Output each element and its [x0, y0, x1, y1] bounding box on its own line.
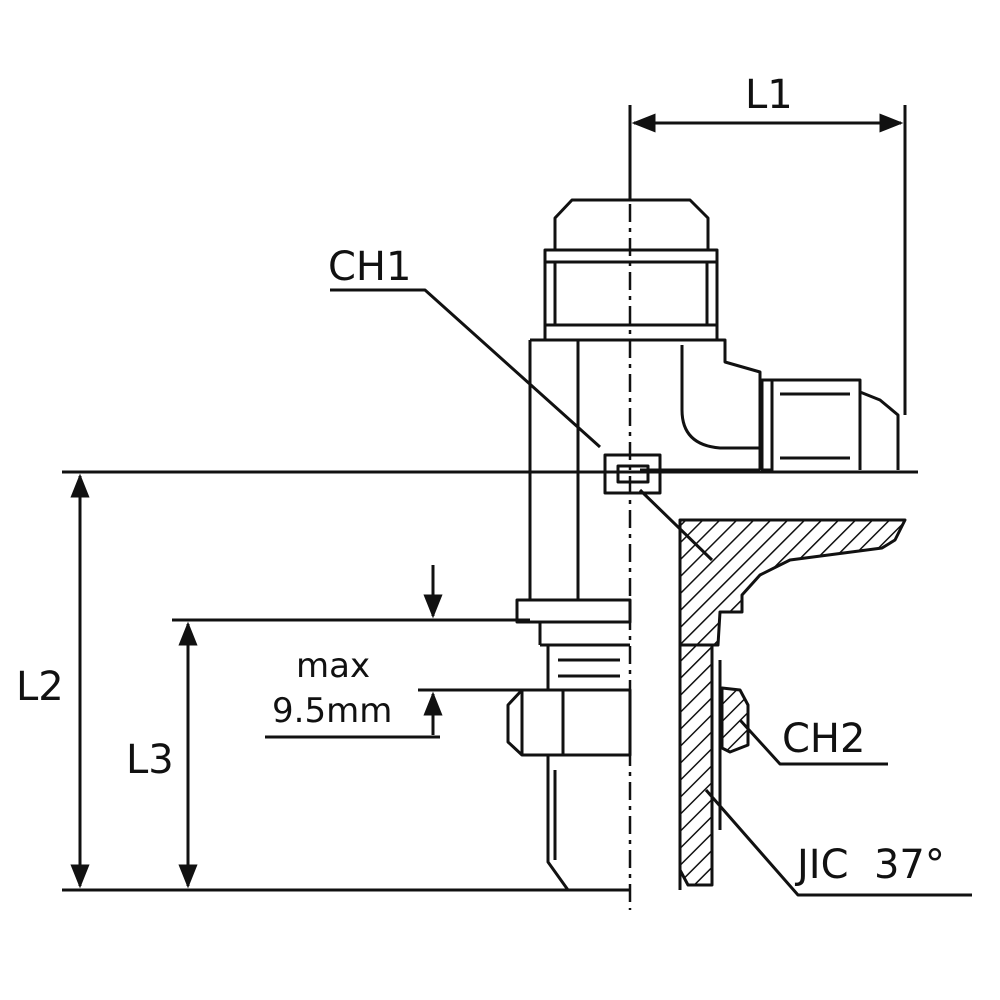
label-l1: L1 — [745, 72, 793, 118]
lower-tube-end — [546, 755, 630, 892]
side-branch — [760, 378, 900, 472]
ch1-leader — [330, 288, 602, 449]
dimension-l3 — [172, 618, 530, 889]
ch1-leader-tail — [638, 488, 714, 562]
bulkhead-section — [678, 518, 907, 890]
ch1-marker — [603, 453, 662, 495]
dimension-l1 — [628, 105, 907, 415]
top-flare-cone — [553, 198, 710, 252]
lower-collar — [515, 598, 632, 647]
label-ch2: CH2 — [782, 716, 865, 762]
lower-thread — [546, 645, 620, 690]
label-max: max — [296, 646, 370, 686]
label-l3: L3 — [126, 737, 174, 783]
label-ch1: CH1 — [328, 244, 411, 290]
ch2-hex-section — [720, 686, 750, 754]
ch2-leader — [738, 718, 888, 766]
dimension-max — [265, 565, 548, 739]
lower-hex-nut — [506, 688, 632, 757]
label-thread: JIC 37° — [794, 842, 945, 888]
label-max-value: 9.5mm — [272, 691, 392, 731]
label-l2: L2 — [16, 664, 64, 710]
jic-leader — [704, 789, 972, 897]
